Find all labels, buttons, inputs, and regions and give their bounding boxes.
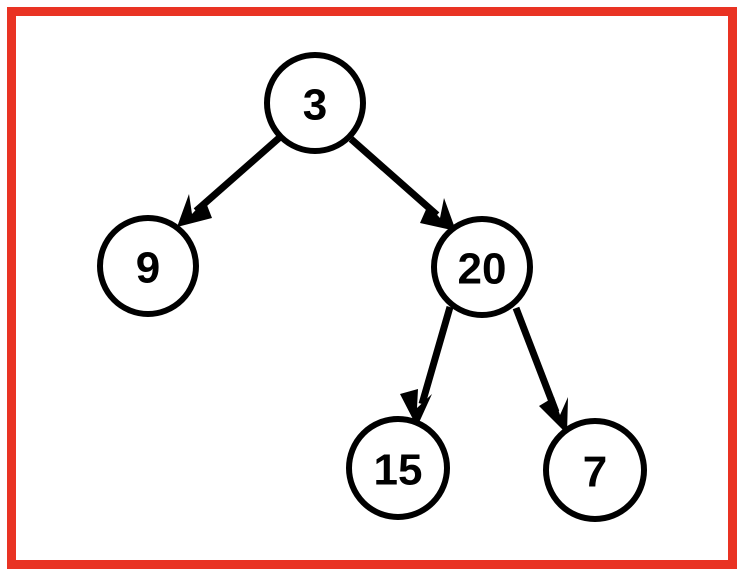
tree-node-20[interactable]: 20 bbox=[431, 216, 533, 318]
edge-20-to-15 bbox=[400, 306, 454, 427]
node-circle-7[interactable] bbox=[543, 418, 647, 522]
arrow-head-20 bbox=[420, 198, 456, 231]
edge-line-3-20 bbox=[348, 136, 440, 218]
edge-group bbox=[177, 135, 568, 434]
edge-20-to-7 bbox=[512, 306, 568, 434]
edge-line-20-7 bbox=[512, 306, 560, 414]
edge-line-20-15 bbox=[418, 306, 454, 405]
node-circle-9[interactable] bbox=[97, 215, 199, 317]
tree-node-9[interactable]: 9 bbox=[97, 215, 199, 317]
arrow-head-9 bbox=[177, 194, 212, 227]
tree-node-15[interactable]: 15 bbox=[346, 416, 450, 520]
arrow-head-7 bbox=[539, 397, 568, 434]
arrow-head-15 bbox=[400, 389, 432, 427]
node-circle-20[interactable] bbox=[431, 216, 533, 318]
tree-node-7[interactable]: 7 bbox=[543, 418, 647, 522]
node-group: 3 9 20 15 7 bbox=[97, 52, 647, 522]
node-circle-15[interactable] bbox=[346, 416, 450, 520]
tree-node-3[interactable]: 3 bbox=[264, 52, 366, 154]
edge-3-to-9 bbox=[177, 135, 282, 227]
edge-line-3-9 bbox=[193, 135, 282, 214]
edge-3-to-20 bbox=[348, 136, 456, 231]
node-circle-3[interactable] bbox=[264, 52, 366, 154]
